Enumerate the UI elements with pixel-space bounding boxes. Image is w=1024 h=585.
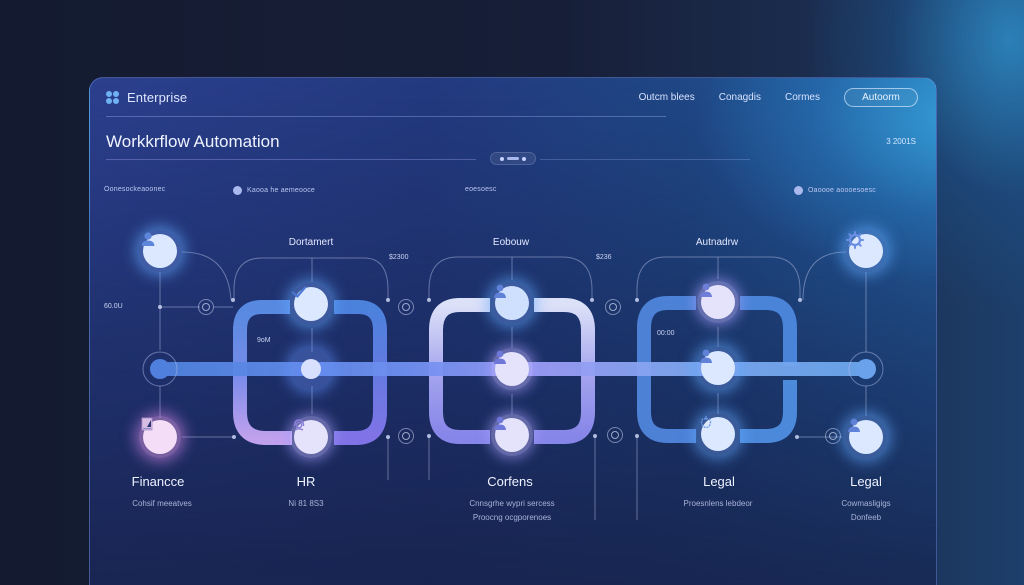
ring-toggle[interactable] bbox=[398, 428, 414, 444]
user-icon bbox=[494, 416, 506, 430]
toggle-pill[interactable] bbox=[490, 152, 536, 165]
hub-node[interactable] bbox=[291, 349, 331, 389]
sub-label-center-text: eoesoesc bbox=[465, 186, 497, 193]
title-divider bbox=[106, 159, 476, 160]
settings-node[interactable] bbox=[845, 230, 887, 272]
apple-icon bbox=[700, 416, 712, 429]
sub-label-left-mid-text: Kaooa he aemeooce bbox=[247, 187, 316, 194]
approval-node[interactable] bbox=[290, 283, 332, 325]
title-meta: 3 2001S bbox=[886, 137, 916, 146]
sub-label-center: eoesoesc bbox=[465, 186, 497, 193]
user-icon bbox=[700, 349, 712, 363]
ring-toggle[interactable] bbox=[398, 299, 414, 315]
gear-icon bbox=[846, 231, 864, 249]
hr-node[interactable] bbox=[290, 416, 332, 458]
page-title: Workkrflow Automation bbox=[106, 132, 280, 151]
sub-label-left-mid: Kaooa he aemeooce bbox=[233, 186, 315, 195]
headset-icon bbox=[293, 419, 305, 431]
info-dot-icon bbox=[233, 186, 242, 195]
brand[interactable]: Enterprise bbox=[106, 90, 187, 105]
review-bottom-node[interactable] bbox=[491, 414, 533, 456]
autoorm-button[interactable]: Autoorm bbox=[844, 88, 918, 107]
user-icon bbox=[141, 232, 155, 246]
ring-toggle[interactable] bbox=[607, 427, 623, 443]
nav-link-2[interactable]: Conagdis bbox=[718, 92, 761, 103]
header-divider bbox=[106, 116, 666, 117]
user-icon bbox=[494, 350, 506, 364]
user-icon bbox=[848, 418, 860, 432]
brand-name: Enterprise bbox=[127, 90, 188, 105]
check-icon bbox=[291, 286, 307, 298]
sub-label-right-text: Oaoooe aoooesoesc bbox=[808, 187, 877, 194]
grid-logo-icon bbox=[106, 91, 119, 104]
user-icon bbox=[494, 284, 506, 298]
ring-toggle[interactable] bbox=[198, 299, 214, 315]
start-user-node[interactable] bbox=[139, 230, 181, 272]
workflow-card: Enterprise Outcm blees Conagdis Cormes A… bbox=[89, 77, 937, 585]
hub-icon bbox=[301, 359, 321, 379]
ring-toggle[interactable] bbox=[605, 299, 621, 315]
sub-label-right: Oaoooe aoooesoesc bbox=[794, 186, 876, 195]
review-top-node[interactable] bbox=[491, 282, 533, 324]
user-icon bbox=[700, 283, 712, 297]
finance-node[interactable] bbox=[139, 416, 181, 458]
legal-mid-node[interactable] bbox=[697, 347, 739, 389]
end-user-node[interactable] bbox=[845, 416, 887, 458]
document-icon bbox=[141, 417, 153, 431]
card-header: Enterprise Outcm blees Conagdis Cormes A… bbox=[90, 78, 936, 118]
title-divider-right bbox=[540, 159, 750, 160]
sub-label-left: Oonesockeaoonec bbox=[104, 186, 165, 193]
ring-toggle[interactable] bbox=[825, 428, 841, 444]
nav-link-1[interactable]: Outcm blees bbox=[638, 92, 695, 103]
nav-link-3[interactable]: Cormes bbox=[784, 92, 820, 103]
legal-bottom-node[interactable] bbox=[697, 413, 739, 455]
top-nav: Outcm blees Conagdis Cormes Autoorm bbox=[639, 88, 918, 107]
legal-top-node[interactable] bbox=[697, 281, 739, 323]
info-dot-icon bbox=[794, 186, 803, 195]
sub-label-left-text: Oonesockeaoonec bbox=[104, 186, 166, 193]
review-mid-node[interactable] bbox=[491, 348, 533, 390]
